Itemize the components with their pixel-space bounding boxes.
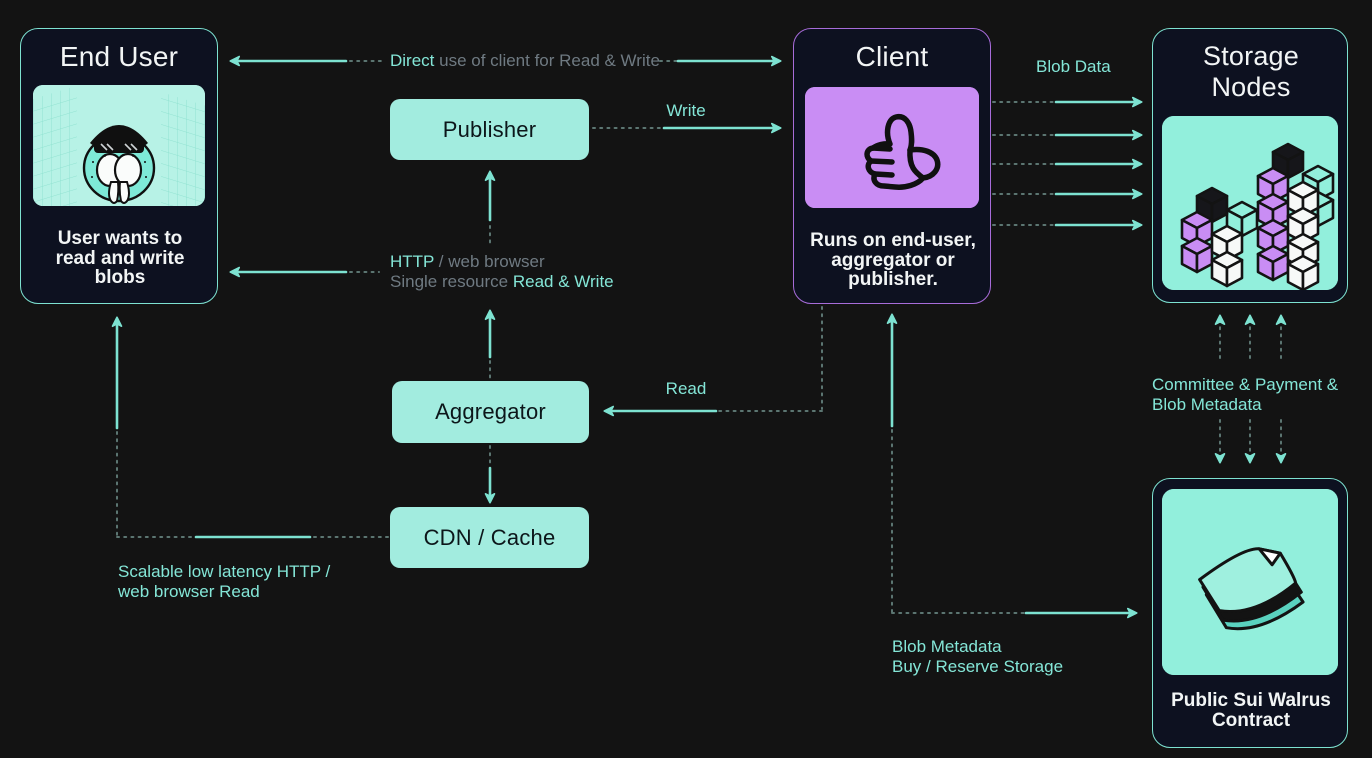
aggregator-node: Aggregator bbox=[392, 381, 589, 443]
single-resource-rest: Single resource bbox=[390, 272, 513, 291]
scalable-line2: web browser Read bbox=[118, 582, 260, 601]
aggregator-label: Aggregator bbox=[435, 399, 546, 424]
client-title: Client bbox=[855, 41, 929, 72]
contract-caption: Public Sui Walrus Contract bbox=[1171, 690, 1331, 731]
end-user-card: End User bbox=[20, 28, 218, 304]
single-resource-accent: Read & Write bbox=[512, 272, 614, 291]
blob-metadata-label: Blob Metadata Buy / Reserve Storage bbox=[892, 637, 1063, 677]
scalable-line1: Scalable low latency HTTP / bbox=[118, 562, 331, 581]
client-card: Client Runs on end-user, aggregator or p… bbox=[793, 28, 991, 304]
scalable-read-label: Scalable low latency HTTP / web browser … bbox=[118, 562, 330, 602]
http-line1: HTTP / web browser bbox=[390, 252, 614, 272]
edge-blob-data bbox=[992, 96, 1143, 231]
client-caption: Runs on end-user, aggregator or publishe… bbox=[810, 230, 976, 290]
storage-cubes-icon bbox=[1162, 116, 1338, 290]
committee-line1: Committee & Payment & bbox=[1152, 375, 1339, 394]
contract-card: Public Sui Walrus Contract bbox=[1152, 478, 1348, 748]
publisher-node: Publisher bbox=[390, 99, 589, 160]
end-user-caption: User wants to read and write blobs bbox=[55, 228, 185, 288]
contract-image bbox=[1162, 489, 1338, 675]
storage-nodes-title: Storage Nodes bbox=[1203, 41, 1299, 102]
http-label: HTTP / web browser Single resource Read … bbox=[390, 252, 614, 292]
blob-metadata-line1: Blob Metadata bbox=[892, 637, 1002, 656]
committee-line2: Blob Metadata bbox=[1152, 395, 1262, 414]
cdn-cache-label: CDN / Cache bbox=[423, 524, 556, 550]
read-label: Read bbox=[665, 379, 707, 398]
http-accent: HTTP bbox=[390, 252, 435, 271]
edge-client-to-contract bbox=[886, 313, 1138, 619]
cdn-cache-node: CDN / Cache bbox=[390, 507, 589, 568]
http-rest: / web browser bbox=[434, 252, 545, 271]
direct-use-accent: Direct bbox=[390, 51, 435, 70]
blob-data-label: Blob Data bbox=[1036, 57, 1111, 76]
write-label: Write bbox=[666, 101, 706, 120]
publisher-label: Publisher bbox=[442, 116, 537, 142]
committee-label: Committee & Payment & Blob Metadata bbox=[1152, 375, 1338, 415]
http-line2: Single resource Read & Write bbox=[390, 272, 614, 292]
direct-use-rest: use of client for Read & Write bbox=[434, 51, 660, 70]
direct-use-label: Direct use of client for Read & Write bbox=[390, 51, 660, 71]
edge-scalable-read bbox=[111, 316, 390, 539]
blob-metadata-line2: Buy / Reserve Storage bbox=[892, 657, 1064, 676]
walrus-avatar-image bbox=[33, 85, 205, 206]
client-image bbox=[805, 87, 979, 208]
walrus-icon bbox=[33, 85, 205, 206]
storage-nodes-image bbox=[1162, 116, 1338, 290]
end-user-title: End User bbox=[59, 41, 179, 72]
contract-papers-icon bbox=[1162, 489, 1338, 675]
storage-nodes-card: Storage Nodes bbox=[1152, 28, 1348, 303]
thumbs-up-icon bbox=[805, 87, 979, 208]
